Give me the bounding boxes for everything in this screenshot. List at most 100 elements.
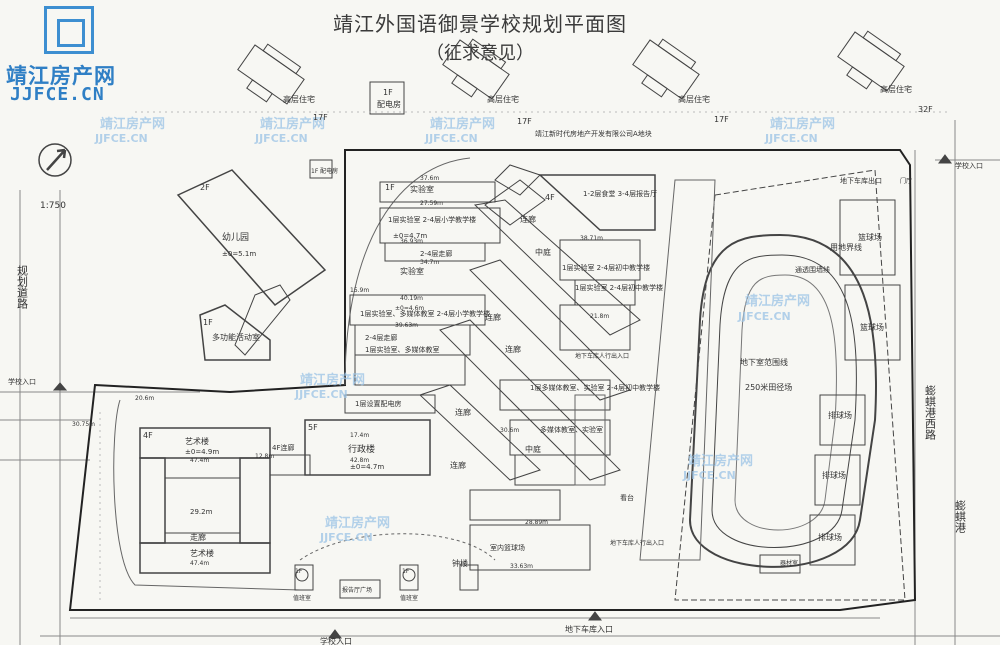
entrance-marker-ne bbox=[938, 154, 952, 164]
indoor-court bbox=[469, 524, 591, 571]
basketball-label: 篮球场 bbox=[858, 232, 882, 242]
logo-mark-icon bbox=[44, 6, 94, 54]
elev-label: ±0=4.6m bbox=[395, 305, 424, 312]
multimedia-middle-building bbox=[499, 379, 611, 411]
underground-label: 地下室范围线 bbox=[740, 357, 788, 367]
stands-label: 看台 bbox=[620, 493, 634, 502]
garage-entry-label-2: 地下车库人行出入口 bbox=[610, 539, 664, 547]
power-room-small bbox=[309, 159, 333, 179]
art-building-north bbox=[139, 427, 271, 459]
canteen-building bbox=[538, 174, 656, 231]
pengqi-label: 蟛蜞港 bbox=[954, 500, 967, 533]
underground-garage-line bbox=[674, 169, 906, 601]
dim-art-inner: 29.2m bbox=[190, 508, 213, 516]
watermark-en: JJFCE.CN bbox=[254, 132, 308, 145]
power-room-small-label: 1F 配电房 bbox=[311, 167, 338, 175]
volleyball-court-1 bbox=[819, 394, 866, 446]
dim-label: 33.63m bbox=[510, 563, 533, 570]
dim-art-top: 47.4m bbox=[190, 457, 209, 464]
dim-label: 37.6m bbox=[420, 175, 439, 182]
stands bbox=[639, 179, 716, 561]
watermark-cn: 靖江房产网 bbox=[100, 116, 165, 132]
watermark-en: JJFCE.CN bbox=[94, 132, 148, 145]
kindergarten-building bbox=[176, 169, 327, 306]
canteen-label: 1-2层食堂 3-4层报告厅 bbox=[583, 189, 657, 198]
pengqi-west-road-label: 蟛蜞港西路 bbox=[924, 385, 937, 441]
kindergarten-floors: 2F bbox=[200, 183, 210, 192]
bell-tower-label: 钟楼 bbox=[452, 558, 468, 568]
planned-road-label: 规划道路 bbox=[16, 264, 29, 310]
residential-floors: 32F bbox=[918, 105, 933, 114]
watermark-en: JJFCE.CN bbox=[764, 132, 818, 145]
courtyard-label-2: 中庭 bbox=[525, 444, 541, 454]
kindergarten-link bbox=[234, 284, 291, 356]
art-building-south bbox=[139, 542, 271, 574]
running-track-inner bbox=[711, 254, 857, 548]
entrance-marker-west bbox=[52, 382, 68, 391]
courtyard-label: 中庭 bbox=[535, 247, 551, 257]
entrance-marker-south bbox=[328, 629, 342, 639]
multi-activity-label: 多功能活动室 bbox=[212, 332, 260, 342]
guard-room-left bbox=[294, 564, 314, 591]
volleyball-court-3 bbox=[809, 514, 856, 566]
dim-label: 36.93m bbox=[400, 238, 423, 245]
residential-label: 高层住宅 bbox=[678, 94, 710, 104]
watermark-en: JJFCE.CN bbox=[737, 310, 791, 323]
dim-label: 39.63m bbox=[395, 322, 418, 329]
corridor-label-3: 连廊 bbox=[505, 344, 521, 354]
lab-middle-label: 1层实验室 2-4层初中教学楼 bbox=[562, 263, 650, 272]
dim-label: 27.59m bbox=[420, 200, 443, 207]
art-floors: 4F bbox=[143, 431, 153, 440]
multimedia-2-label: 多媒体教室、实验室 bbox=[540, 425, 603, 434]
corridor-label: 连廊 bbox=[520, 214, 536, 224]
dim-label: 28.89m bbox=[525, 519, 548, 526]
track-label: 250米田径场 bbox=[745, 382, 792, 392]
admin-building bbox=[304, 419, 431, 476]
corridor-2-4-label: 2-4层走廊 bbox=[420, 249, 452, 258]
watermark-cn: 靖江房产网 bbox=[325, 515, 390, 531]
basketball-court-2 bbox=[844, 284, 901, 361]
watermark-cn: 靖江房产网 bbox=[770, 116, 835, 132]
dim-label: 12.8m bbox=[255, 453, 274, 460]
garage-exit-label: 地下车库出口 bbox=[840, 176, 882, 185]
entrance-hall-label: 门厅 bbox=[900, 177, 912, 185]
classroom-wing-c bbox=[439, 319, 621, 481]
classroom-wing-d bbox=[419, 384, 541, 481]
guard-room-right bbox=[399, 564, 419, 591]
plan-title: 靖江外国语御景学校规划平面图 （征求意见） bbox=[300, 8, 660, 65]
lab-multimedia-label: 1层实验室、多媒体教室 2-4层小学教学楼 bbox=[360, 309, 490, 318]
basketball-label-2: 篮球场 bbox=[860, 322, 884, 332]
residential-tower-1 bbox=[237, 43, 305, 105]
dim-label: 21.8m bbox=[590, 313, 609, 320]
multi-activity-room bbox=[199, 304, 271, 361]
guard-floors: 1F bbox=[402, 568, 410, 575]
corridor-4f-label: 4F连廊 bbox=[272, 443, 294, 452]
art-label: 艺术楼 bbox=[185, 436, 209, 446]
power-room-building bbox=[369, 81, 405, 115]
admin-label: 行政楼 bbox=[348, 443, 375, 455]
art-bottom-label: 艺术楼 bbox=[190, 548, 214, 558]
watermark-group: 靖江房产网 JJFCE.CN 靖江房产网 JJFCE.CN 靖江房产网 JJFC… bbox=[94, 116, 835, 544]
dim-label: 30.6m bbox=[500, 427, 519, 434]
guard-floors: 1F bbox=[295, 568, 303, 575]
residential-label: 高层住宅 bbox=[487, 94, 519, 104]
residential-tower-2 bbox=[442, 38, 510, 100]
bell-tower bbox=[459, 564, 479, 591]
garage-entrance-label: 地下车库入口 bbox=[565, 624, 613, 634]
admin-elevation: ±0=4.7m bbox=[350, 463, 384, 471]
dim-label: 15.9m bbox=[350, 287, 369, 294]
classroom-wing-b bbox=[469, 259, 631, 401]
volleyball-label: 排球场 bbox=[828, 410, 852, 420]
multi-activity-floors: 1F bbox=[203, 318, 213, 327]
garage-entrance-marker bbox=[588, 611, 602, 621]
lab-floors: 1F bbox=[385, 183, 395, 192]
plan-title-main: 靖江外国语御景学校规划平面图 bbox=[333, 12, 627, 36]
underground-entry-label: 地下车库人行出入口 bbox=[575, 352, 629, 360]
corridor-2-4b-label: 2-4层走廊 bbox=[365, 333, 397, 342]
residential-label: 高层住宅 bbox=[283, 94, 315, 104]
lab-label: 实验室 bbox=[410, 184, 434, 194]
volleyball-court-2 bbox=[814, 454, 861, 506]
lab-building-north bbox=[379, 181, 496, 203]
